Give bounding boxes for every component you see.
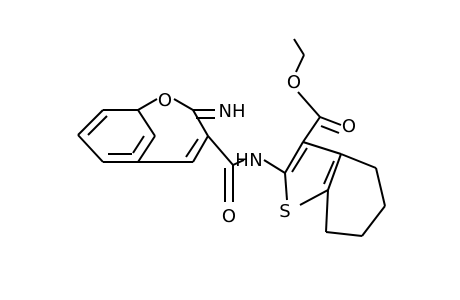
amide-n-label: N — [249, 150, 262, 171]
bond-inner — [185, 138, 199, 158]
benzene-ring — [77, 109, 156, 163]
ester-ether-oxygen-label: O — [287, 72, 301, 93]
bond — [137, 109, 156, 137]
carbonyl-to-n-bond — [232, 159, 245, 166]
bond — [137, 98, 158, 111]
bond — [77, 109, 104, 136]
bond — [77, 134, 104, 163]
cyclohexane-ring — [325, 153, 386, 237]
bond — [325, 231, 363, 237]
sulfur-label: S — [279, 201, 290, 222]
bond — [284, 141, 304, 174]
ethyl-bond-1 — [295, 54, 305, 73]
ring-oxygen-label: O — [158, 90, 172, 111]
bond — [327, 153, 342, 191]
bond — [361, 205, 386, 237]
thiophene-ring — [284, 141, 342, 206]
ester-ether-bond — [297, 91, 321, 118]
amide-h-label: H — [235, 150, 249, 171]
imine-label: NH — [219, 101, 246, 122]
ethyl-bond-2 — [293, 38, 305, 56]
bond — [302, 141, 342, 155]
ester-carbonyl-bond — [319, 116, 342, 126]
bond — [340, 153, 377, 169]
pyran-ring — [137, 98, 209, 163]
bond-ring-to-carbonyl — [207, 135, 234, 166]
bond — [192, 109, 209, 137]
bond — [137, 135, 156, 163]
bond — [299, 189, 329, 206]
ester-carbonyl-oxygen-label: O — [342, 116, 356, 137]
bond — [173, 98, 194, 111]
bond — [284, 172, 288, 201]
bond — [325, 189, 329, 233]
n-to-thiophene-bond — [263, 159, 286, 174]
bond-inner — [291, 147, 308, 173]
bond-inner — [323, 160, 335, 185]
bond-ring-to-ester — [302, 116, 321, 143]
amide-oxygen-label: O — [222, 206, 236, 227]
bond-inner — [87, 115, 108, 136]
bond-inner — [132, 135, 145, 154]
bond — [375, 167, 386, 207]
bond — [192, 135, 209, 163]
ester-carbonyl-bond-double — [320, 125, 340, 134]
